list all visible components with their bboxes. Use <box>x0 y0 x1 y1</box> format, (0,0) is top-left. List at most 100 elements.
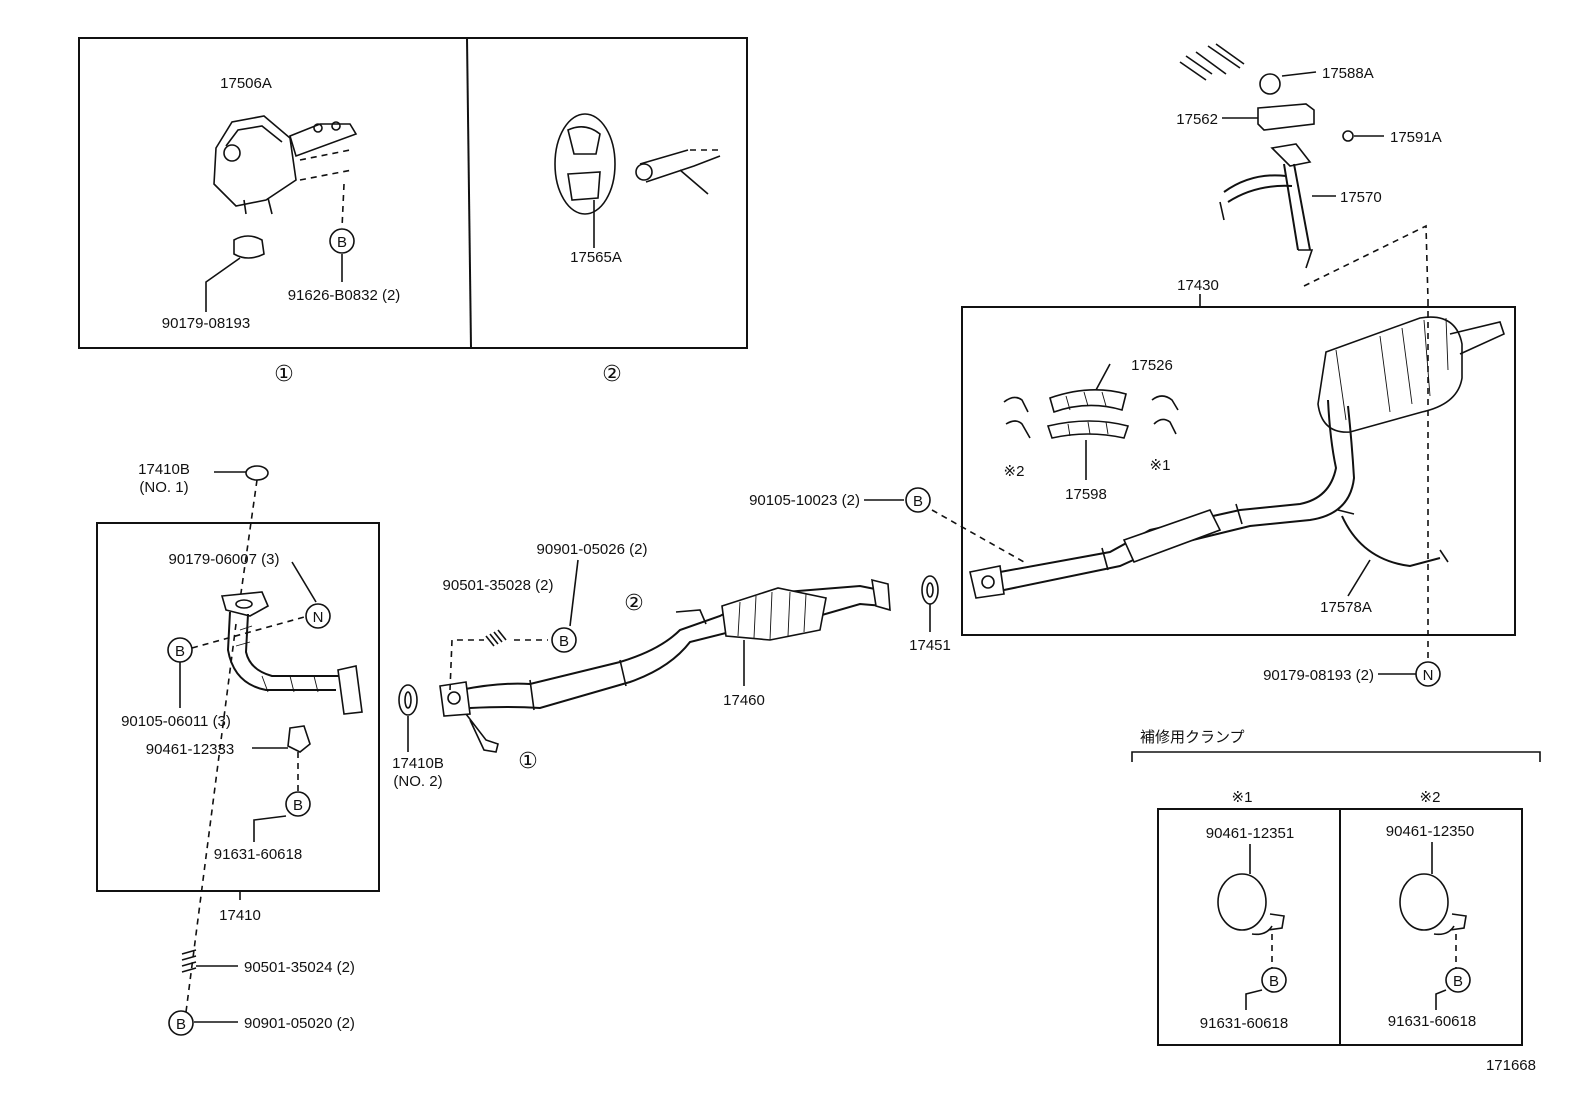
label-17562: 17562 <box>1176 111 1218 128</box>
label-90105-06011: 90105-06011 (3) <box>121 713 231 730</box>
label-90501-35028: 90501-35028 (2) <box>443 577 554 594</box>
label-90901-05026: 90901-05026 (2) <box>537 541 648 558</box>
clip-17588A <box>1259 73 1281 95</box>
grommet-90179-08193 <box>233 235 265 259</box>
front-pipe-assembly <box>96 465 380 1023</box>
callout-b-repair-2: B <box>1445 967 1471 993</box>
svg-text:B: B <box>293 797 303 814</box>
center-pipe-17460 <box>439 559 891 753</box>
clip-mark-1 <box>1151 395 1179 435</box>
gasket-17451 <box>921 575 939 632</box>
callout-n-front: N <box>305 603 331 629</box>
label-17570: 17570 <box>1340 189 1382 206</box>
label-17565A: 17565A <box>570 249 622 266</box>
inset-divider <box>466 37 472 349</box>
tail-pipe-section <box>999 399 1356 591</box>
svg-text:B: B <box>913 493 923 510</box>
callout-n-muffler: N <box>1378 661 1441 687</box>
label-90179-08193-2: 90179-08193 (2) <box>1263 667 1374 684</box>
label-90501-35024: 90501-35024 (2) <box>244 959 355 976</box>
svg-text:N: N <box>313 609 324 626</box>
callout-b-center: B <box>551 627 577 653</box>
sub-muffler <box>1122 509 1222 564</box>
inset-1-mount <box>205 115 358 312</box>
label-17460: 17460 <box>723 692 765 709</box>
pipe-flange <box>969 565 1005 599</box>
label-17598: 17598 <box>1065 486 1107 503</box>
muffler-assembly <box>961 294 1516 658</box>
front-flange <box>439 681 471 717</box>
part-labels: 17506A 90179-08193 91626-B0832 (2) 17565… <box>121 65 1536 1074</box>
repair-clamp-1 <box>1217 873 1267 931</box>
gasket-17410B-no2 <box>398 684 418 752</box>
clip-mark-2 <box>1003 396 1031 439</box>
label-17410: 17410 <box>219 907 261 924</box>
svg-text:B: B <box>559 633 569 650</box>
label-17410B-2: 17410B <box>392 755 444 772</box>
label-17591A: 17591A <box>1390 129 1442 146</box>
label-90105-10023: 90105-10023 (2) <box>749 492 860 509</box>
repair-col2-part: 90461-12350 <box>1386 823 1474 840</box>
inset-frames <box>78 37 748 349</box>
label-17410B-2-sub: (NO. 2) <box>393 773 442 790</box>
ref-circle-1: ① <box>518 748 538 773</box>
label-91626-B0832: 91626-B0832 (2) <box>288 287 401 304</box>
label-90179-08193: 90179-08193 <box>162 315 250 332</box>
inset-2-hanger <box>554 113 722 248</box>
label-17451: 17451 <box>909 637 951 654</box>
insulator-17526 <box>1049 389 1127 414</box>
inset-label-1: ① <box>274 361 294 386</box>
bracket-17562 <box>1257 103 1315 131</box>
label-90179-06007: 90179-06007 (3) <box>169 551 280 568</box>
ref-circle-2: ② <box>624 590 644 615</box>
svg-text:B: B <box>1453 973 1463 990</box>
label-90901-05020: 90901-05020 (2) <box>244 1015 355 1032</box>
svg-text:N: N <box>1423 667 1434 684</box>
clamp-90461-12333 <box>287 725 311 753</box>
repair-col1-mark: ※1 <box>1232 789 1253 806</box>
gasket-17410B-no1 <box>245 465 269 481</box>
repair-col1-bolt: 91631-60618 <box>1200 1015 1288 1032</box>
spring-90501-35024 <box>181 949 197 973</box>
label-17410B-1-sub: (NO. 1) <box>139 479 188 496</box>
repair-clamp-title: 補修用クランプ <box>1140 729 1245 746</box>
spring-90501-35028 <box>485 629 507 647</box>
assembly-frame-17410 <box>96 522 380 892</box>
callout-b-repair-1: B <box>1261 967 1287 993</box>
label-90461-12333: 90461-12333 <box>146 741 234 758</box>
bolt-17591A <box>1342 130 1354 142</box>
label-17578A: 17578A <box>1320 599 1372 616</box>
bolt-90105-10023-callout <box>864 499 1025 563</box>
svg-text:B: B <box>337 234 347 251</box>
label-17430: 17430 <box>1177 277 1219 294</box>
manifold-flange <box>220 591 270 617</box>
label-17588A: 17588A <box>1322 65 1374 82</box>
callout-b-inset1: B <box>329 228 355 254</box>
callout-b-muffler: B <box>905 487 931 513</box>
callout-b-bottom: B <box>168 1010 194 1036</box>
svg-text:B: B <box>1269 973 1279 990</box>
rubber-mount-shape <box>213 115 297 207</box>
diagram-number: 171668 <box>1486 1057 1536 1074</box>
label-mark-2: ※2 <box>1004 463 1025 480</box>
label-17526: 17526 <box>1131 357 1173 374</box>
hanger-17570 <box>1223 174 1293 203</box>
catalytic-converter <box>721 587 827 641</box>
label-17410B-1: 17410B <box>138 461 190 478</box>
hanger-assembly <box>1179 43 1429 301</box>
tail-pipe <box>1449 321 1505 355</box>
callout-b-clamp: B <box>285 791 311 817</box>
label-17506A: 17506A <box>220 75 272 92</box>
assembly-frame-17430 <box>961 306 1516 636</box>
label-mark-1: ※1 <box>1150 457 1171 474</box>
repair-col2-bolt: 91631-60618 <box>1388 1013 1476 1030</box>
inset-frame <box>78 37 748 349</box>
clamp-17578A <box>1341 515 1441 568</box>
repair-clamp-section <box>1131 751 1541 1046</box>
inset-label-2: ② <box>602 361 622 386</box>
label-91631-60618: 91631-60618 <box>214 846 302 863</box>
svg-text:B: B <box>175 643 185 660</box>
svg-text:B: B <box>176 1016 186 1033</box>
